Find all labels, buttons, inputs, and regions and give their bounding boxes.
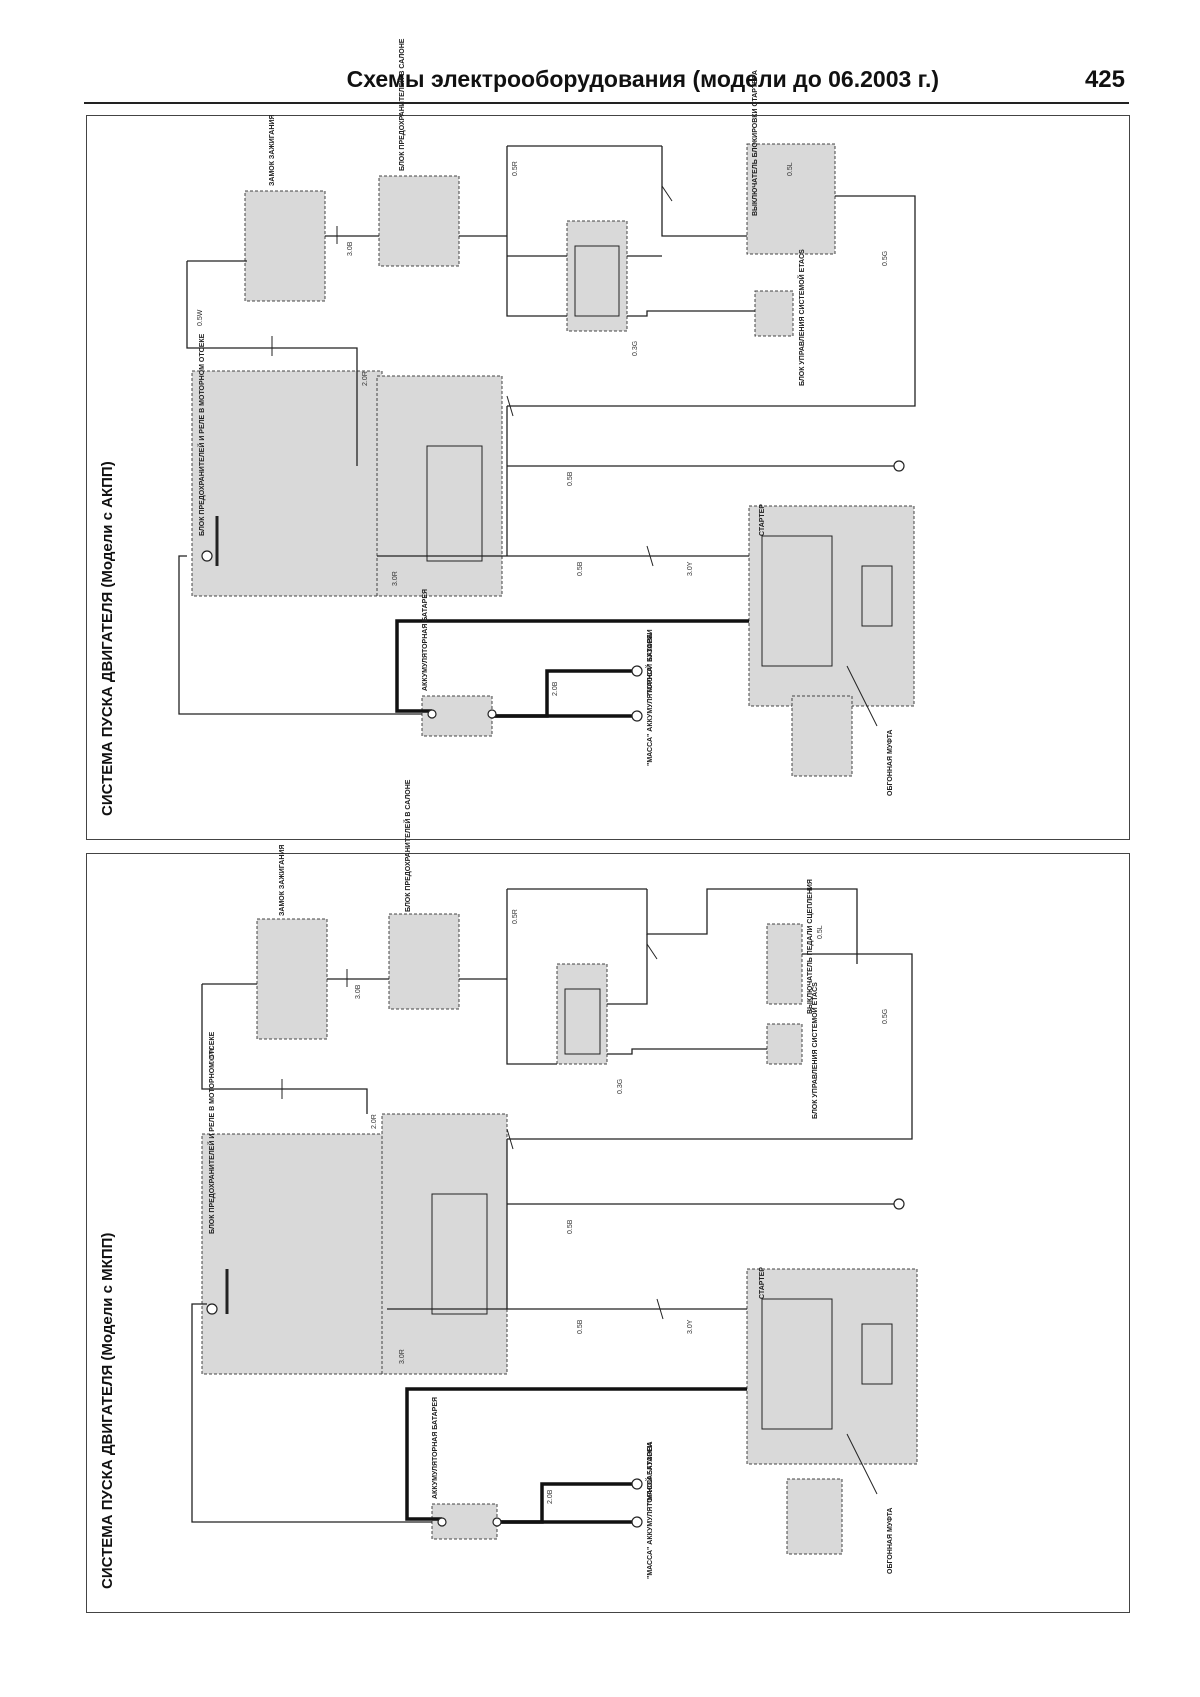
fuse-block-interior — [378, 175, 460, 267]
wire-label: 0.5B — [577, 561, 584, 576]
ground-body-icon — [631, 665, 643, 677]
battery-cable-body-ground — [497, 1482, 632, 1524]
diagram-title-mkpp: СИСТЕМА ПУСКА ДВИГАТЕЛЯ (Модели с МКПП) — [99, 1232, 116, 1589]
relay-coil-engine — [426, 445, 483, 562]
flywheel-block — [791, 695, 853, 777]
wire-label: 0.5B — [567, 471, 574, 486]
etacs-relay-block — [566, 220, 628, 332]
wire-label: 0.5G — [882, 1008, 889, 1024]
wire-label: 3.0R — [392, 571, 399, 586]
wire-label: 0.5L — [817, 925, 824, 939]
wire-label: 0.5R — [512, 161, 519, 176]
ground-engine-icon — [893, 1198, 905, 1210]
wire-label: 0.5L — [787, 162, 794, 176]
label-fuse-block: БЛОК ПРЕДОХРАНИТЕЛЕЙ В САЛОНЕ — [399, 38, 406, 171]
label-overrunning-clutch: ОБГОННАЯ МУФТА — [887, 729, 894, 796]
wiring-diagram-mkpp — [191, 888, 918, 1555]
page-title: Схемы электрооборудования (модели до 06.… — [346, 66, 939, 92]
fuse-block-interior — [388, 913, 460, 1010]
label-control-unit: БЛОК УПРАВЛЕНИЯ СИСТЕМОЙ ETACS — [812, 982, 819, 1119]
wire-label: 3.0B — [355, 984, 362, 999]
wire-label: 0.5G — [882, 250, 889, 266]
starter-motor — [861, 1323, 893, 1385]
ignition-switch-block — [256, 918, 328, 1040]
wire-label: 3.0R — [399, 1349, 406, 1364]
clutch-switch-block — [766, 923, 803, 1005]
battery-terminal-minus — [487, 709, 497, 719]
wire-label: 2.0R — [371, 1114, 378, 1129]
etacs-relay — [564, 988, 601, 1055]
ground-battery-icon — [631, 1516, 643, 1528]
starter-interlock-block — [746, 143, 836, 255]
battery-cable-starter — [405, 1387, 747, 1521]
wire-main-left — [178, 555, 422, 715]
label-relay-block: БЛОК ПРЕДОХРАНИТЕЛЕЙ И РЕЛЕ В МОТОРНОМ О… — [199, 333, 206, 536]
label-control-unit: БЛОК УПРАВЛЕНИЯ СИСТЕМОЙ ETACS — [799, 249, 806, 386]
label-starter-interlock: ВЫКЛЮЧАТЕЛЬ БЛОКИРОВКИ СТАРТЕРА — [752, 70, 759, 216]
wire-label: 0.3G — [632, 340, 639, 356]
etacs-unit-block — [754, 290, 794, 337]
fuse-terminal-icon — [201, 550, 213, 562]
label-ignition-switch: ЗАМОК ЗАЖИГАНИЯ — [279, 844, 286, 916]
ground-engine-icon — [893, 460, 905, 472]
battery-terminal-minus — [492, 1517, 502, 1527]
wire-label: 0.3G — [617, 1078, 624, 1094]
wiring-diagram-akpp — [178, 143, 916, 777]
relay-block-engine — [191, 370, 383, 597]
wire-label: 0.5W — [209, 1047, 216, 1064]
battery-terminal-plus — [437, 1517, 447, 1527]
fuse-terminal-icon — [206, 1303, 218, 1315]
page-header: Схемы электрооборудования (модели до 06.… — [84, 62, 1129, 104]
relay-block-engine-2 — [376, 375, 503, 597]
diagram-panel-akpp: СИСТЕМА ПУСКА ДВИГАТЕЛЯ (Модели с АКПП) … — [86, 39, 1130, 840]
ignition-switch-block — [244, 190, 326, 302]
etacs-unit-block — [766, 1023, 803, 1065]
label-battery: АККУМУЛЯТОРНАЯ БАТАРЕЯ — [432, 1396, 439, 1499]
label-ground-battery: "МАССА" АККУМУЛЯТОРНОЙ БАТАРЕИ — [647, 629, 654, 766]
wire-label: 3.0Y — [687, 1319, 694, 1334]
wire-label: 0.5B — [577, 1319, 584, 1334]
starter-solenoid — [761, 535, 833, 667]
wire-label: 2.0B — [552, 681, 559, 696]
etacs-relay — [574, 245, 620, 317]
battery-terminal-plus — [427, 709, 437, 719]
ground-battery-icon — [631, 710, 643, 722]
page-number: 425 — [1084, 66, 1125, 93]
label-starter: СТАРТЕР — [759, 1267, 766, 1299]
relay-block-engine-2 — [381, 1113, 508, 1375]
wire-label: 0.5B — [567, 1219, 574, 1234]
battery-cable-starter — [395, 619, 749, 713]
wire-main-left — [191, 1303, 432, 1523]
label-overrunning-clutch: ОБГОННАЯ МУФТА — [887, 1507, 894, 1574]
wire-label: 3.0Y — [687, 561, 694, 576]
label-ignition-switch: ЗАМОК ЗАЖИГАНИЯ — [269, 114, 276, 186]
diagram-title-akpp: СИСТЕМА ПУСКА ДВИГАТЕЛЯ (Модели с АКПП) — [99, 461, 116, 816]
ground-body-icon — [631, 1478, 643, 1490]
relay-coil-engine — [431, 1193, 488, 1315]
flywheel-block — [786, 1478, 843, 1555]
wire-label: 2.0B — [547, 1489, 554, 1504]
label-battery: АККУМУЛЯТОРНАЯ БАТАРЕЯ — [422, 588, 429, 691]
starter-solenoid — [761, 1298, 833, 1430]
battery-cable-body-ground — [492, 669, 632, 718]
wire-label: 0.5W — [197, 309, 204, 326]
label-ground-battery: "МАССА" АККУМУЛЯТОРНОЙ БАТАРЕИ — [647, 1442, 654, 1579]
starter-motor — [861, 565, 893, 627]
label-fuse-block: БЛОК ПРЕДОХРАНИТЕЛЕЙ В САЛОНЕ — [405, 779, 412, 912]
diagram-panel-mkpp: СИСТЕМА ПУСКА ДВИГАТЕЛЯ (Модели с МКПП) … — [86, 780, 1130, 1613]
label-starter: СТАРТЕР — [759, 504, 766, 536]
relay-block-engine — [201, 1133, 388, 1375]
wire-label: 0.5R — [512, 909, 519, 924]
wire-label: 3.0B — [347, 241, 354, 256]
wire-label: 2.0R — [362, 371, 369, 386]
